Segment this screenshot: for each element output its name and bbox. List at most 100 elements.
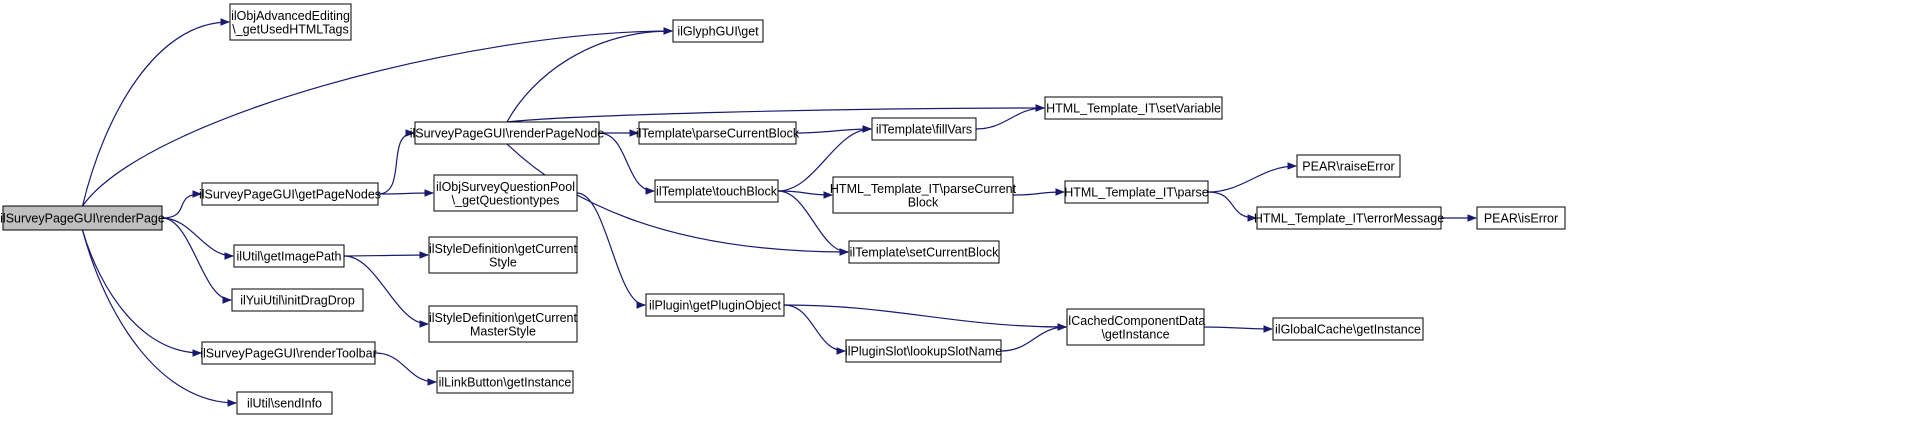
node-label: PEAR\isError (1484, 212, 1558, 226)
node-box (2, 205, 163, 231)
node-label: Block (908, 195, 939, 209)
edge-getPageNodes-to-getQuestiontypes (377, 189, 434, 197)
node-label: ilStyleDefinition\getCurrent (429, 311, 578, 325)
node-label: HTML_Template_IT\parseCurrent (830, 182, 1017, 196)
node-label: ilGlobalCache\getInstance (1275, 323, 1421, 337)
edge-renderPage-to-initDragDrop (161, 217, 232, 304)
node-getPageNodes[interactable]: ilSurveyPageGUI\getPageNodes (199, 182, 381, 206)
edge-layer (81, 18, 1477, 407)
node-setVariable[interactable]: HTML_Template_IT\setVariable (1044, 96, 1223, 120)
node-renderPage[interactable]: ilSurveyPageGUI\renderPage (0, 205, 165, 231)
edge-renderPageNode-to-setCurrentBlock (506, 143, 849, 256)
node-label: HTML_Template_IT\setVariable (1046, 102, 1221, 116)
node-box (654, 179, 779, 203)
node-setCurrentBlock[interactable]: ilTemplate\setCurrentBlock (848, 240, 1000, 264)
node-box (871, 117, 977, 141)
edge-touchBlock-to-setCurrentBlock (777, 190, 849, 256)
node-errorMessage[interactable]: HTML_Template_IT\errorMessage (1254, 206, 1444, 230)
node-lookupSlotName[interactable]: ilPluginSlot\lookupSlotName (845, 339, 1002, 363)
node-label: ilUtil\getImagePath (237, 250, 342, 264)
node-label: ilSurveyPageGUI\renderToolbar (200, 347, 376, 361)
edge-fillVars-to-setVariable (975, 104, 1045, 130)
node-box (414, 121, 600, 145)
node-linkButtonGetInstance[interactable]: ilLinkButton\getInstance (436, 370, 574, 394)
node-label: \_getUsedHTMLTags (232, 22, 349, 36)
node-getImagePath[interactable]: ilUtil\getImagePath (233, 244, 345, 268)
node-box (845, 339, 1002, 363)
edge-itParseCurrentBlock-to-itParse (1012, 188, 1065, 196)
node-cachedGetInstance[interactable]: ilCachedComponentData\getInstance (1066, 308, 1206, 346)
node-label: ilUtil\sendInfo (247, 397, 322, 411)
edge-touchBlock-to-fillVars (777, 125, 872, 192)
edge-getPluginObject-to-cachedGetInstance (783, 304, 1067, 331)
node-label: ilPluginSlot\lookupSlotName (845, 345, 1002, 359)
node-box (848, 240, 1000, 264)
node-itParseCurrentBlock[interactable]: HTML_Template_IT\parseCurrentBlock (830, 176, 1017, 214)
node-label: ilObjAdvancedEditing (231, 9, 350, 23)
edge-itParse-to-errorMessage (1207, 191, 1257, 222)
edge-getImagePath-to-getCurrentMasterStyle (343, 255, 429, 328)
node-box (231, 288, 364, 312)
edge-getImagePath-to-getCurrentStyle (343, 251, 429, 259)
edge-renderPage-to-renderToolbar (81, 229, 202, 357)
node-box (638, 121, 797, 145)
node-box (645, 293, 785, 317)
node-isError[interactable]: PEAR\isError (1476, 206, 1566, 230)
node-itParse[interactable]: HTML_Template_IT\parse (1064, 180, 1209, 204)
node-label: MasterStyle (470, 324, 536, 338)
node-raiseError[interactable]: PEAR\raiseError (1296, 154, 1401, 178)
node-box (229, 3, 352, 41)
node-label: ilTemplate\touchBlock (656, 185, 778, 199)
node-box (436, 370, 574, 394)
node-box (1476, 206, 1566, 230)
node-label: ilTemplate\setCurrentBlock (850, 246, 999, 260)
node-getUsedHTMLTags[interactable]: ilObjAdvancedEditing\_getUsedHTMLTags (229, 3, 352, 41)
edge-touchBlock-to-itParseCurrentBlock (777, 190, 833, 199)
node-label: ilYuiUtil\initDragDrop (240, 294, 355, 308)
node-box (1272, 317, 1424, 341)
node-globalCacheGetInstance[interactable]: ilGlobalCache\getInstance (1272, 317, 1424, 341)
edge-getPageNodes-to-renderPageNode (377, 129, 415, 195)
edge-renderPage-to-sendInfo (81, 229, 237, 407)
edge-renderPage-to-getUsedHTMLTags (81, 18, 230, 207)
edge-cachedGetInstance-to-globalCacheGetInstance (1203, 325, 1273, 333)
edge-renderToolbar-to-linkButtonGetInstance (374, 352, 437, 386)
node-box (201, 341, 376, 365)
node-getQuestiontypes[interactable]: ilObjSurveyQuestionPool\_getQuestiontype… (433, 174, 578, 212)
node-box (433, 174, 578, 212)
edge-renderPageNode-to-setVariable (506, 104, 1045, 123)
edge-getQuestiontypes-to-getPluginObject (576, 192, 646, 309)
node-box (1066, 308, 1205, 346)
node-box (672, 19, 764, 43)
node-box (832, 176, 1014, 214)
node-box (1256, 206, 1442, 230)
node-label: ilGlyphGUI\get (677, 25, 759, 39)
edge-getPluginObject-to-lookupSlotName (783, 304, 846, 355)
node-label: HTML_Template_IT\errorMessage (1254, 212, 1444, 226)
node-getPluginObject[interactable]: ilPlugin\getPluginObject (645, 293, 785, 317)
edge-renderPage-to-getPageNodes (161, 190, 202, 219)
node-fillVars[interactable]: ilTemplate\fillVars (871, 117, 977, 141)
edge-itParse-to-raiseError (1207, 162, 1297, 193)
node-label: Style (489, 255, 517, 269)
node-glyphGet[interactable]: ilGlyphGUI\get (672, 19, 764, 43)
node-label: ilTemplate\parseCurrentBlock (636, 127, 800, 141)
node-label: ilSurveyPageGUI\renderPage (0, 212, 165, 226)
node-label: HTML_Template_IT\parse (1064, 186, 1209, 200)
node-sendInfo[interactable]: ilUtil\sendInfo (236, 391, 333, 415)
node-label: PEAR\raiseError (1302, 160, 1394, 174)
node-label: ilCachedComponentData (1066, 314, 1206, 328)
node-parseCurrentBlock[interactable]: ilTemplate\parseCurrentBlock (636, 121, 800, 145)
node-label: \_getQuestiontypes (452, 193, 560, 207)
node-label: ilLinkButton\getInstance (439, 376, 572, 390)
node-label: ilTemplate\fillVars (876, 123, 972, 137)
node-renderToolbar[interactable]: ilSurveyPageGUI\renderToolbar (200, 341, 377, 365)
node-touchBlock[interactable]: ilTemplate\touchBlock (654, 179, 779, 203)
node-renderPageNode[interactable]: ilSurveyPageGUI\renderPageNode (410, 121, 605, 145)
node-initDragDrop[interactable]: ilYuiUtil\initDragDrop (231, 288, 364, 312)
edge-renderPage-to-getImagePath (161, 217, 234, 260)
node-box (1064, 180, 1209, 204)
